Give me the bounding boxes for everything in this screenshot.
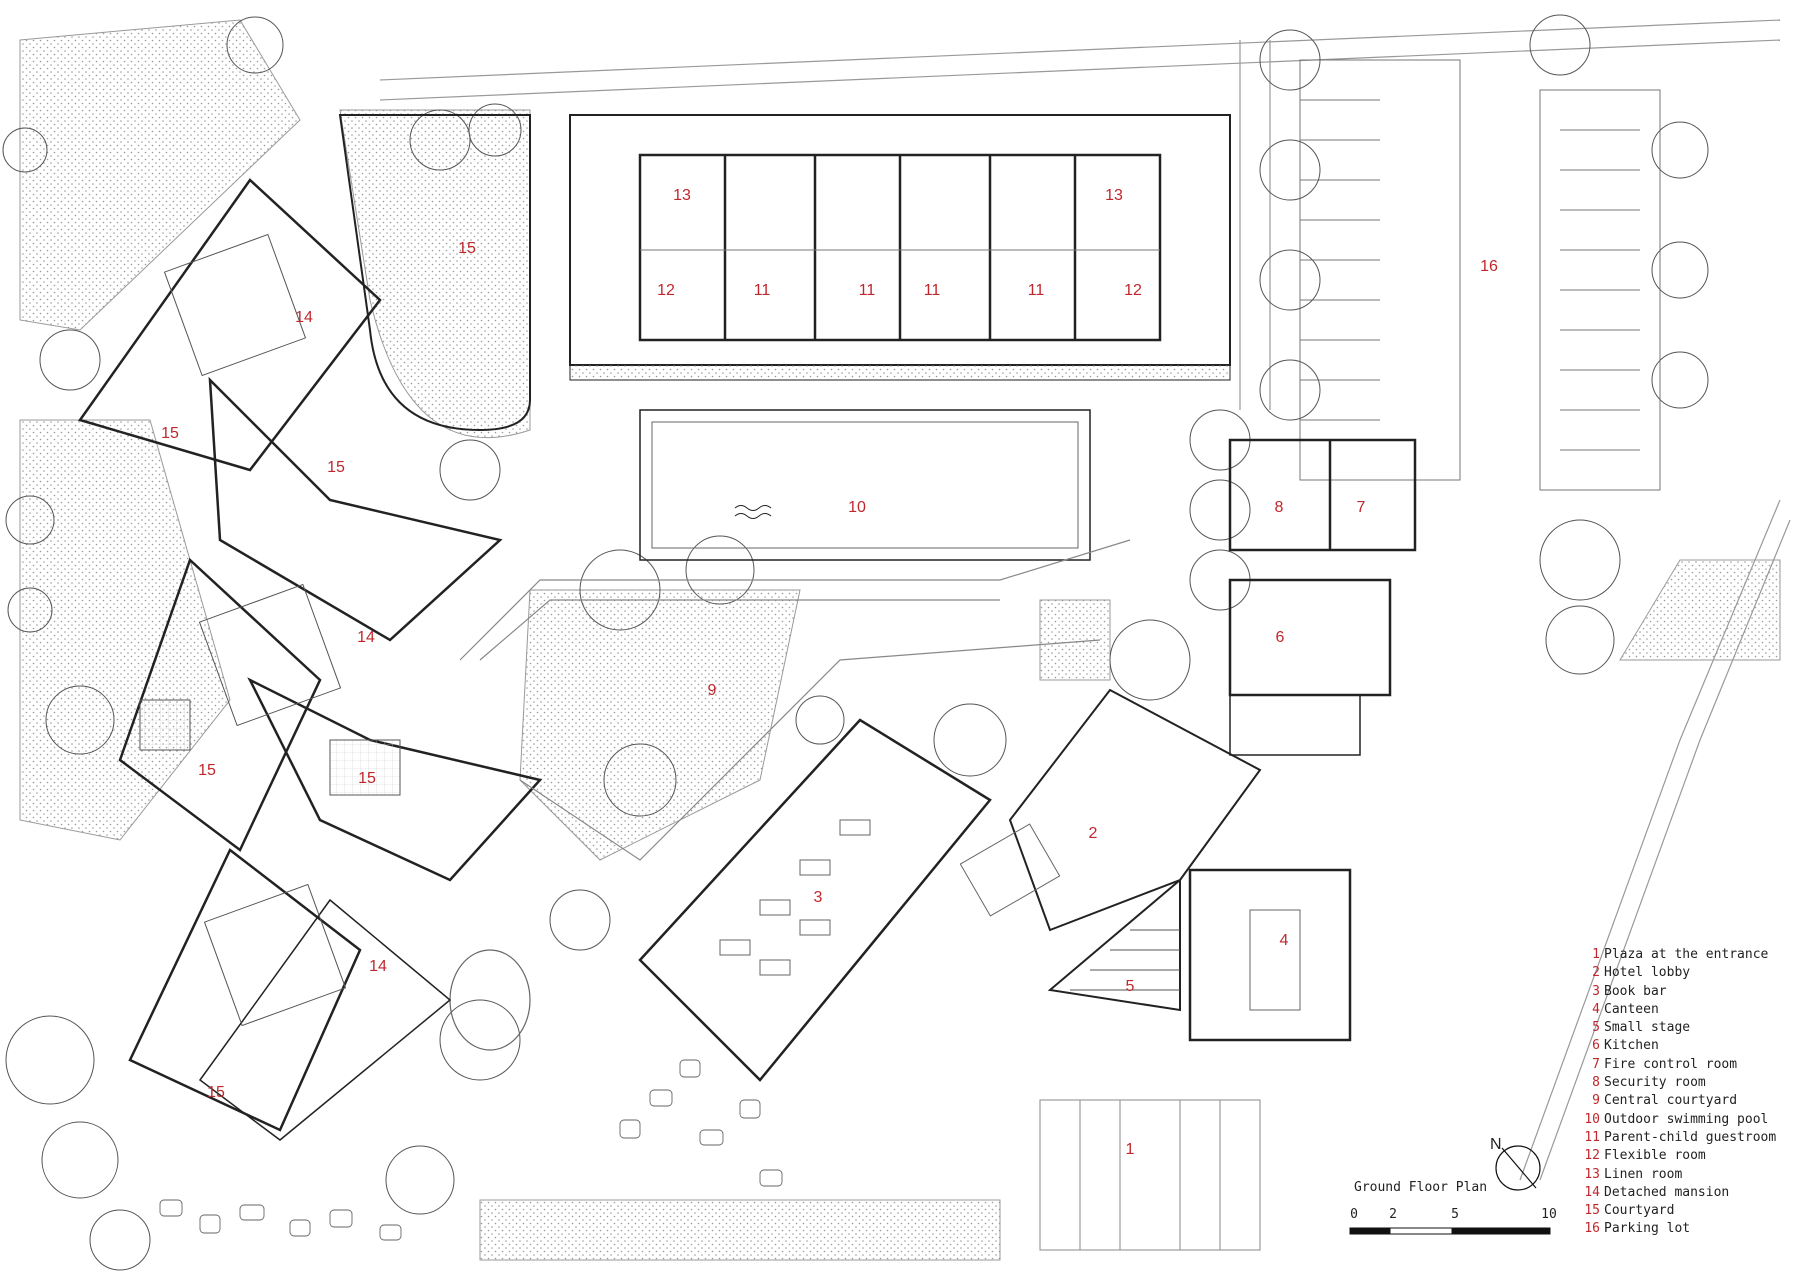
label-guestroom-3: 11 (923, 282, 941, 299)
label-mansion-1: 14 (295, 309, 313, 326)
label-courtyard-2: 15 (161, 425, 179, 442)
scale-bar (1349, 1227, 1551, 1235)
label-book-bar: 3 (813, 889, 823, 906)
north-label: N (1490, 1136, 1502, 1153)
entrance-plaza (1039, 1099, 1261, 1251)
label-flexible-room-1: 12 (657, 282, 675, 299)
landscape-areas (19, 19, 1781, 1261)
label-parking-lot: 16 (1480, 258, 1498, 275)
guestroom-block (569, 114, 1231, 381)
scale-tick-label: 0 (1350, 1207, 1358, 1222)
site-roads (379, 19, 1791, 1181)
label-linen-room-1: 13 (673, 187, 691, 204)
label-security: 8 (1274, 499, 1284, 516)
label-canteen: 4 (1279, 932, 1289, 949)
book-bar-furniture (719, 819, 1301, 1011)
scale-tick-label: 10 (1541, 1207, 1557, 1222)
swimming-pool (639, 409, 1091, 561)
plan-title: Ground Floor Plan (1354, 1180, 1488, 1195)
mansion-interiors (139, 233, 401, 1027)
label-flexible-room-2: 12 (1124, 282, 1142, 299)
parking-lot (1299, 59, 1661, 491)
label-courtyard-5: 15 (358, 770, 376, 787)
public-wing (638, 688, 1352, 1082)
label-courtyard-4: 15 (198, 762, 216, 779)
label-kitchen: 6 (1275, 629, 1285, 646)
stepping-stones (159, 1059, 783, 1241)
label-plaza: 1 (1125, 1141, 1135, 1158)
label-swimming-pool: 10 (848, 499, 866, 516)
label-guestroom-2: 11 (858, 282, 876, 299)
scale-tick-label: 5 (1451, 1207, 1459, 1222)
west-mansions (77, 114, 543, 1141)
label-fire-control: 7 (1356, 499, 1366, 516)
label-linen-room-2: 13 (1105, 187, 1123, 204)
scale-tick-label: 2 (1389, 1207, 1397, 1222)
label-courtyard-3: 15 (327, 459, 345, 476)
label-guestroom-1: 11 (753, 282, 771, 299)
garden-pond (449, 949, 531, 1051)
label-courtyard-1: 15 (458, 240, 476, 257)
service-block (1228, 438, 1417, 756)
label-central-courtyard: 9 (707, 682, 717, 699)
label-small-stage: 5 (1125, 978, 1135, 995)
label-mansion-3: 14 (369, 958, 387, 975)
north-arrow (1495, 1145, 1541, 1191)
label-courtyard-6: 15 (207, 1084, 225, 1101)
label-guestroom-4: 11 (1027, 282, 1045, 299)
central-courtyard (459, 539, 1131, 861)
trees (2, 14, 1709, 1271)
label-mansion-2: 14 (357, 629, 375, 646)
label-hotel-lobby: 2 (1088, 825, 1098, 842)
